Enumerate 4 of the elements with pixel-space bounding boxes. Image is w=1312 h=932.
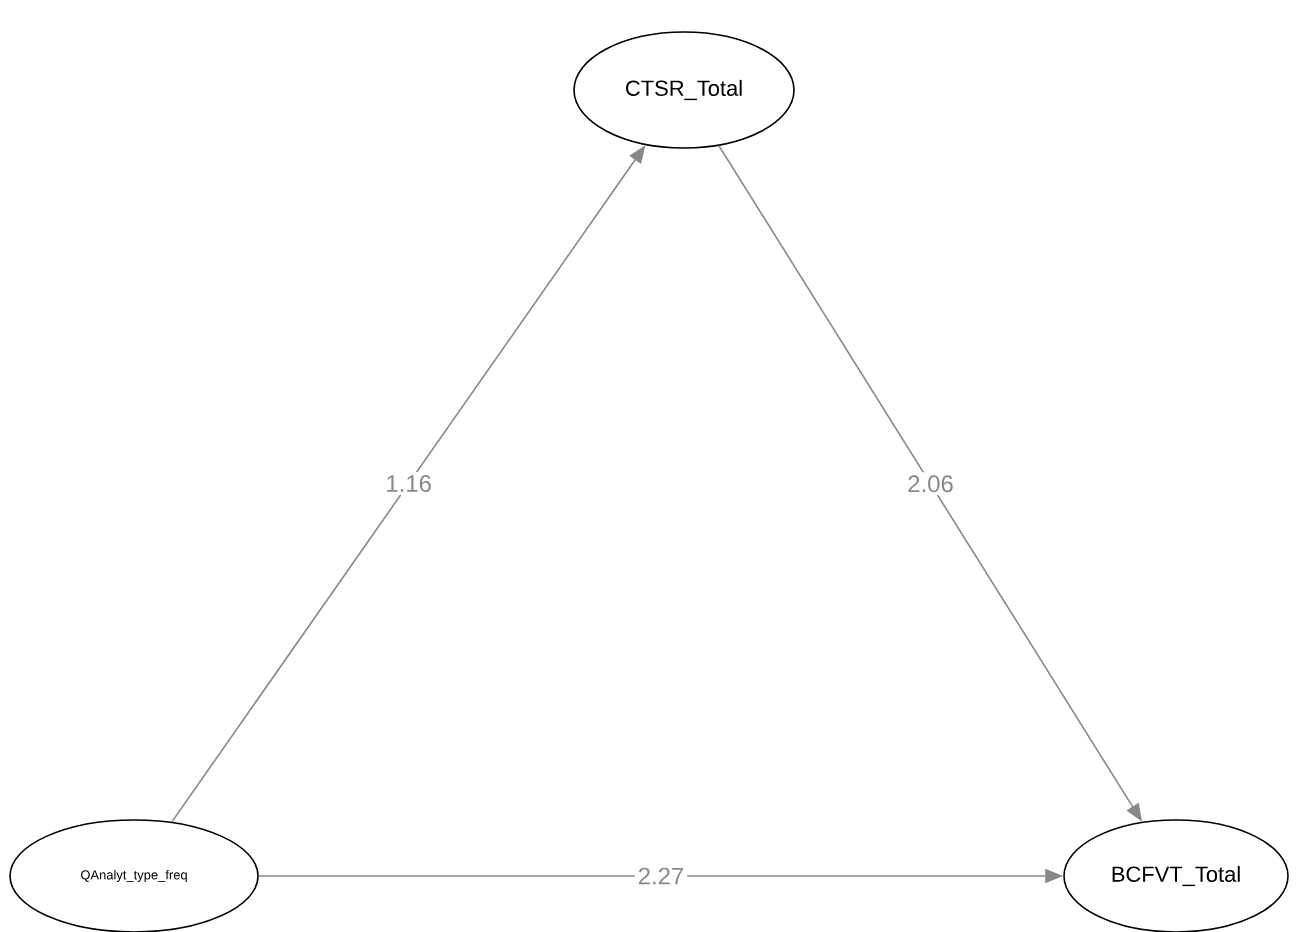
ellipse-node: CTSR_Total [573,31,795,149]
edge-label: 2.06 [908,475,953,493]
edge-label: 1.16 [387,475,431,492]
edge-label: 2.27 [638,867,684,885]
